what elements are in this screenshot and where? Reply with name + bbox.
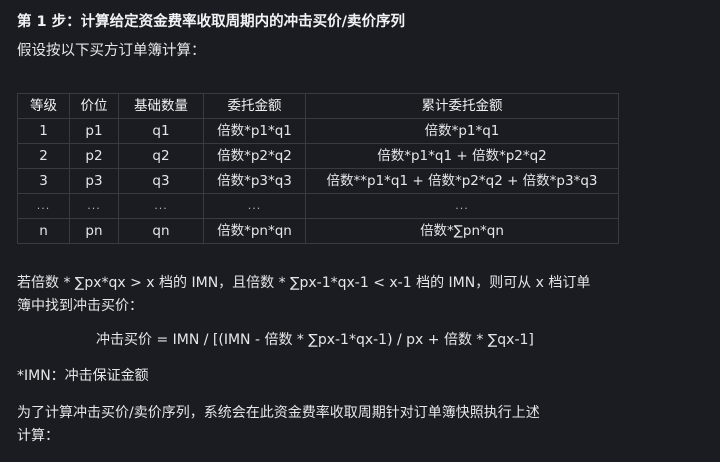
cell-level: ... xyxy=(17,193,70,219)
cell-quantity: q1 xyxy=(118,118,204,144)
table-row-ellipsis: ... ... ... ... ... xyxy=(17,193,619,219)
table-header-row: 等级 价位 基础数量 委托金额 累计委托金额 xyxy=(17,93,619,119)
header-base-quantity: 基础数量 xyxy=(118,93,204,119)
cell-price: p2 xyxy=(69,143,119,169)
cell-cumulative: 倍数*p1*q1 xyxy=(305,118,619,144)
header-level: 等级 xyxy=(17,93,70,119)
condition-text: 若倍数 * ∑px*qx > x 档的 IMN，且倍数 * ∑px-1*qx-1… xyxy=(17,272,617,318)
cell-cumulative: ... xyxy=(305,193,619,219)
condition-line-2: 簿中找到冲击买价： xyxy=(17,298,143,314)
cell-amount: 倍数*p2*q2 xyxy=(203,143,306,169)
cell-price: p1 xyxy=(69,118,119,144)
step-title: 第 1 步：计算给定资金费率收取周期内的冲击买价/卖价序列 xyxy=(17,14,405,30)
cell-amount: 倍数*p1*q1 xyxy=(203,118,306,144)
calculation-paragraph: 为了计算冲击买价/卖价序列，系统会在此资金费率收取周期针对订单簿快照执行上述 计… xyxy=(17,402,637,448)
cell-cumulative: 倍数*∑pn*qn xyxy=(305,218,619,244)
cell-quantity: q3 xyxy=(118,168,204,194)
cell-amount: 倍数*pn*qn xyxy=(203,218,306,244)
paragraph-line-1: 为了计算冲击买价/卖价序列，系统会在此资金费率收取周期针对订单簿快照执行上述 xyxy=(17,405,540,421)
table-row: 1 p1 q1 倍数*p1*q1 倍数*p1*q1 xyxy=(17,118,619,144)
cell-cumulative: 倍数**p1*q1 + 倍数*p2*q2 + 倍数*p3*q3 xyxy=(305,168,619,194)
imn-footnote: *IMN：冲击保证金额 xyxy=(17,368,149,384)
cell-price: pn xyxy=(69,218,119,244)
cell-level: 3 xyxy=(17,168,70,194)
cell-price: p3 xyxy=(69,168,119,194)
table-row: n pn qn 倍数*pn*qn 倍数*∑pn*qn xyxy=(17,218,619,244)
cell-quantity: ... xyxy=(118,193,204,219)
impact-bid-formula: 冲击买价 = IMN / [(IMN - 倍数 * ∑px-1*qx-1) / … xyxy=(96,332,534,348)
table-row: 3 p3 q3 倍数*p3*q3 倍数**p1*q1 + 倍数*p2*q2 + … xyxy=(17,168,619,194)
cell-amount: 倍数*p3*q3 xyxy=(203,168,306,194)
header-order-amount: 委托金额 xyxy=(203,93,306,119)
table-row: 2 p2 q2 倍数*p2*q2 倍数*p1*q1 + 倍数*p2*q2 xyxy=(17,143,619,169)
cell-level: n xyxy=(17,218,70,244)
cell-price: ... xyxy=(69,193,119,219)
cell-level: 2 xyxy=(17,143,70,169)
intro-text: 假设按以下买方订单簿计算： xyxy=(17,43,206,59)
cell-quantity: qn xyxy=(118,218,204,244)
cell-amount: ... xyxy=(203,193,306,219)
cell-level: 1 xyxy=(17,118,70,144)
cell-quantity: q2 xyxy=(118,143,204,169)
header-cumulative-amount: 累计委托金额 xyxy=(305,93,619,119)
cell-cumulative: 倍数*p1*q1 + 倍数*p2*q2 xyxy=(305,143,619,169)
condition-line-1: 若倍数 * ∑px*qx > x 档的 IMN，且倍数 * ∑px-1*qx-1… xyxy=(17,275,591,291)
paragraph-line-2: 计算： xyxy=(17,428,59,444)
header-price: 价位 xyxy=(69,93,119,119)
order-book-table: 等级 价位 基础数量 委托金额 累计委托金额 1 p1 q1 倍数*p1*q1 … xyxy=(17,93,619,244)
